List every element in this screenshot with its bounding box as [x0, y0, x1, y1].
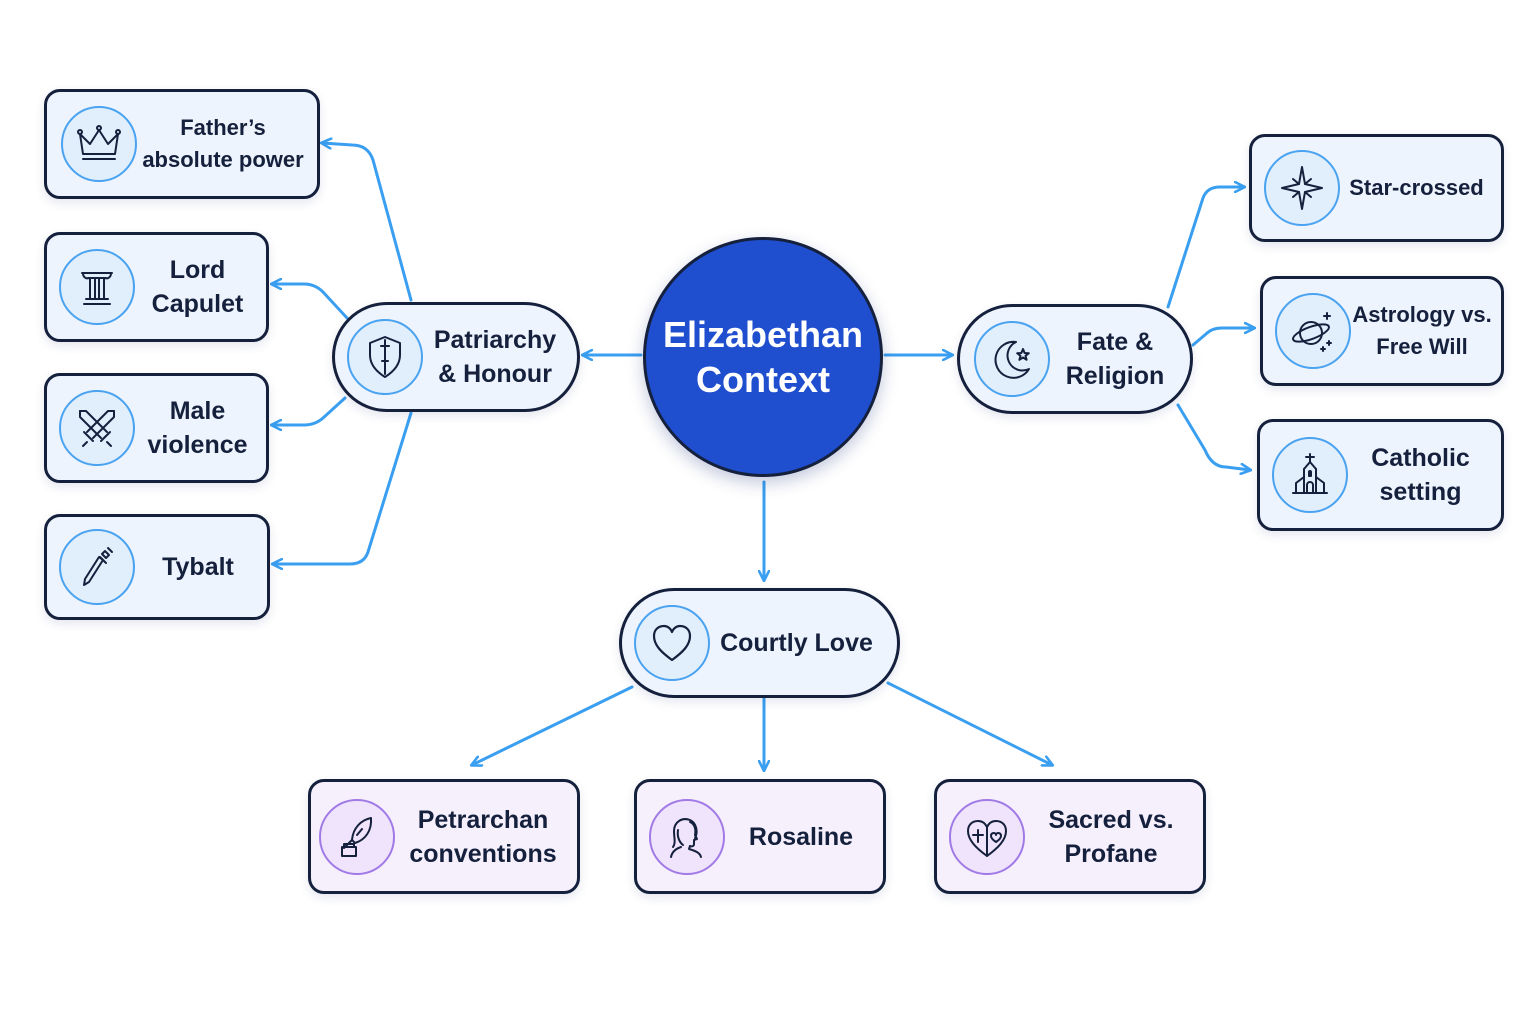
- edge-patriarchy-to-fathers-power: [322, 143, 413, 302]
- edge-fate-to-catholic: [1176, 403, 1250, 470]
- star-icon: [1264, 150, 1340, 226]
- leaf-node-tybalt: Tybalt: [44, 514, 270, 620]
- heart-icon: [634, 605, 710, 681]
- shield-sword-icon: [347, 319, 423, 395]
- woman-profile-icon: [649, 798, 725, 875]
- leaf-node-petrarchan-conventions: Petrarchan conventions: [308, 779, 580, 894]
- quill-ink-icon: [319, 798, 395, 875]
- leaf-node-sacred-vs-profane: Sacred vs. Profane: [934, 779, 1206, 894]
- edge-patriarchy-to-male-violence: [272, 396, 347, 425]
- edge-fate-to-astrology: [1191, 328, 1254, 347]
- branch-node-patriarchy-honour: Patriarchy & Honour: [332, 302, 580, 412]
- edge-patriarchy-to-lord-capulet: [272, 284, 349, 320]
- edge-fate-to-star-crossed: [1166, 187, 1244, 309]
- leaf-node-astrology-vs-free-will: Astrology vs. Free Will: [1260, 276, 1504, 386]
- leaf-node-lord-capulet: Lord Capulet: [44, 232, 269, 342]
- heart-cross-icon: [949, 798, 1025, 875]
- leaf-node-fathers-absolute-power: Father’s absolute power: [44, 89, 320, 199]
- leaf-node-male-violence: Male violence: [44, 373, 269, 483]
- branch-node-courtly-love: Courtly Love: [619, 588, 900, 698]
- edge-patriarchy-to-tybalt: [273, 411, 413, 564]
- crossed-swords-icon: [59, 390, 135, 466]
- dagger-icon: [59, 529, 135, 605]
- leaf-node-catholic-setting: Catholic setting: [1257, 419, 1504, 531]
- crown-icon: [61, 106, 137, 182]
- moon-star-icon: [974, 321, 1050, 397]
- center-node-elizabethan-context: Elizabethan Context: [643, 237, 883, 477]
- edge-courtly-to-petrarchan: [472, 685, 634, 765]
- church-icon: [1272, 437, 1348, 513]
- branch-node-fate-religion: Fate & Religion: [957, 304, 1193, 414]
- pillar-icon: [59, 249, 135, 325]
- edge-courtly-to-sacred: [886, 681, 1052, 765]
- leaf-node-star-crossed: Star-crossed: [1249, 134, 1504, 242]
- planet-icon: [1275, 293, 1351, 369]
- leaf-node-rosaline: Rosaline: [634, 779, 886, 894]
